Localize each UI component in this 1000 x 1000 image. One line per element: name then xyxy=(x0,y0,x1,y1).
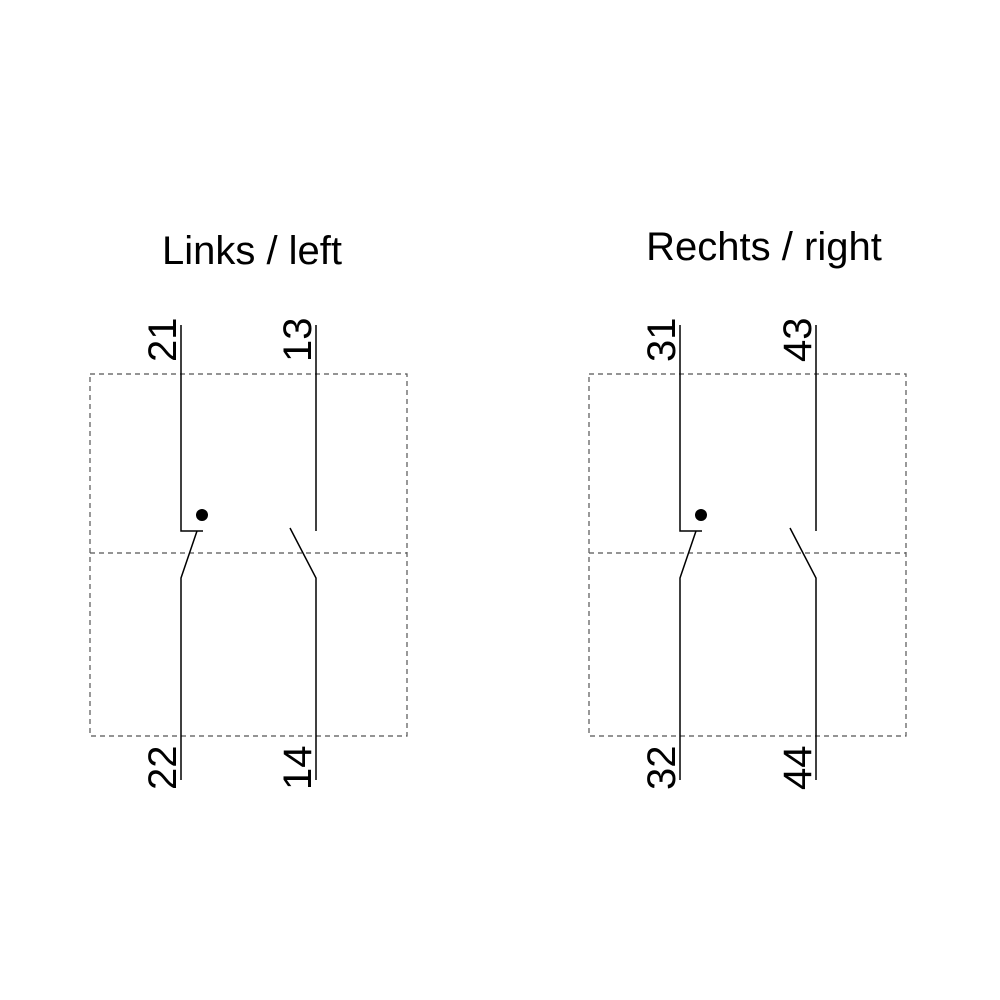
left-terminal-21: 21 xyxy=(141,318,185,363)
left-nc-upper-wire xyxy=(180,325,203,532)
right-terminal-31: 31 xyxy=(640,318,684,363)
left-no-lever-wire xyxy=(289,527,317,780)
right-terminal-43: 43 xyxy=(776,318,820,363)
left-terminal-14: 14 xyxy=(276,746,320,791)
right-terminal-32: 32 xyxy=(640,746,684,791)
right-no-lever-wire xyxy=(789,527,817,780)
right-title: Rechts / right xyxy=(646,225,882,269)
left-outer-box xyxy=(89,373,408,737)
left-contact-block: Links / left 21 13 22 14 xyxy=(89,229,408,791)
left-nc-contact-dot xyxy=(196,509,208,521)
right-nc-contact-dot xyxy=(695,509,707,521)
right-terminal-44: 44 xyxy=(776,746,820,791)
left-terminal-13: 13 xyxy=(276,318,320,363)
right-nc-upper-wire xyxy=(679,325,702,532)
left-title: Links / left xyxy=(162,229,342,273)
right-nc-lever-wire xyxy=(679,530,697,780)
left-terminal-22: 22 xyxy=(141,746,185,791)
right-contact-block: Rechts / right 31 43 32 44 xyxy=(588,225,907,791)
left-nc-lever-wire xyxy=(180,530,198,780)
right-outer-box xyxy=(588,373,907,737)
